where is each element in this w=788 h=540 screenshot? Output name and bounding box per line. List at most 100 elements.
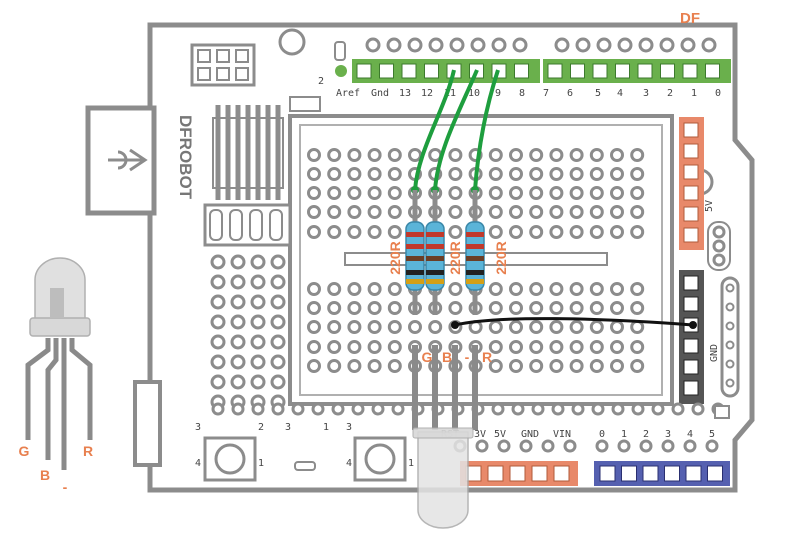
proto-hole [509, 340, 523, 354]
proto-hole [529, 148, 544, 162]
header-hole [617, 37, 633, 53]
proto-hole [270, 294, 286, 310]
header-pin [683, 338, 699, 354]
proto-hole [569, 205, 584, 219]
led-pin-label-b: B [442, 349, 452, 365]
proto-hole [448, 282, 463, 296]
resistor-label: 220R [447, 241, 463, 274]
proto-hole [250, 374, 266, 390]
icsp-orange-header [679, 117, 704, 250]
header-pin [660, 63, 675, 79]
proto-hole [327, 186, 342, 200]
header-hole [575, 37, 591, 53]
proto-hole [549, 148, 564, 162]
button-pin-number: 3 [285, 422, 291, 433]
proto-hole [210, 334, 226, 350]
proto-hole [509, 225, 523, 239]
header-pin [683, 275, 699, 291]
proto-hole [529, 186, 544, 200]
header-hole [491, 37, 507, 53]
proto-hole [387, 301, 402, 315]
digital-pin-label: 6 [567, 88, 573, 99]
proto-hole [529, 282, 544, 296]
proto-hole [529, 301, 544, 315]
proto-hole [488, 340, 503, 354]
proto-hole [589, 167, 604, 181]
led-pin-label-minus: - [465, 349, 470, 365]
proto-hole [589, 320, 604, 334]
smd-led [294, 461, 316, 471]
brand-corner-text: DF [680, 10, 700, 27]
proto-hole [630, 340, 645, 354]
header-pin [615, 63, 630, 79]
proto-hole [488, 186, 503, 200]
proto-hole [610, 320, 624, 334]
proto-hole [529, 359, 544, 373]
proto-hole [569, 225, 584, 239]
analog-pin-label: 0 [599, 429, 605, 440]
power-pin-label: GND [521, 429, 539, 440]
proto-hole [488, 167, 503, 181]
proto-hole [630, 148, 645, 162]
proto-hole [569, 186, 584, 200]
proto-hole [408, 148, 422, 162]
analog-header [594, 439, 730, 486]
power-header [453, 439, 578, 486]
proto-hole [509, 205, 523, 219]
digital-pin-label: 13 [399, 88, 411, 99]
analog-pin-label: 2 [643, 429, 649, 440]
proto-hole [250, 334, 266, 350]
digital-pin-label: 5 [595, 88, 601, 99]
header-hole [470, 37, 486, 53]
gnd-label: GND [709, 344, 720, 362]
proto-hole [367, 282, 382, 296]
mounting-hole [278, 28, 306, 56]
proto-hole [387, 225, 402, 239]
proto-hole [307, 225, 321, 239]
header-pin [683, 143, 699, 159]
top-header-holes [365, 37, 717, 53]
proto-hole [488, 320, 503, 334]
proto-hole [230, 354, 246, 370]
header-hole [680, 37, 696, 53]
proto-hole [610, 340, 624, 354]
resistors [405, 190, 485, 315]
proto-hole [210, 254, 226, 270]
proto-hole [610, 359, 624, 373]
header-pin [424, 63, 439, 79]
proto-hole [509, 320, 523, 334]
breadboard-inner [299, 124, 663, 396]
header-pin [683, 206, 699, 222]
resistor [405, 190, 425, 315]
proto-hole [488, 282, 503, 296]
header-pin [683, 359, 699, 375]
header-hole [659, 37, 675, 53]
proto-hole [347, 340, 362, 354]
header-pin [547, 63, 563, 79]
board-brand-text: DFROBOT [176, 115, 195, 200]
proto-hole [630, 205, 645, 219]
proto-hole [387, 320, 402, 334]
header-hole [512, 37, 528, 53]
header-pin [553, 465, 570, 482]
proto-hole [589, 301, 604, 315]
proto-hole [549, 186, 564, 200]
proto-hole [307, 148, 321, 162]
proto-hole [448, 186, 463, 200]
proto-hole [230, 254, 246, 270]
proto-hole [307, 167, 321, 181]
header-hole [554, 37, 570, 53]
proto-hole [569, 167, 584, 181]
proto-hole [509, 186, 523, 200]
proto-hole [549, 225, 564, 239]
proto-hole [307, 340, 321, 354]
jumper-label: 2 [318, 76, 324, 87]
resistor [465, 190, 485, 315]
proto-hole [307, 282, 321, 296]
button-pin-number: 4 [346, 458, 352, 469]
smd-part [714, 405, 730, 419]
power-pin-label: 3V [474, 429, 486, 440]
